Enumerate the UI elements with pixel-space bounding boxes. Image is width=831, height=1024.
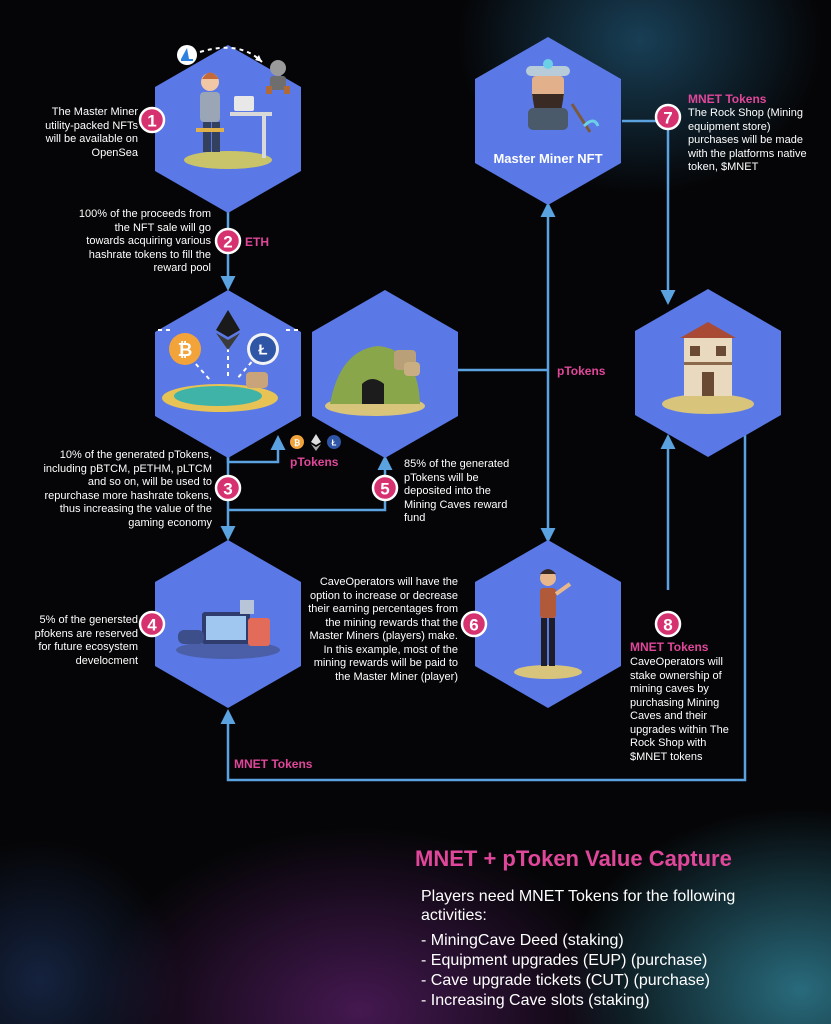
miner-robot-icon — [266, 60, 290, 94]
list-item: - Increasing Cave slots (staking) — [421, 992, 650, 1009]
svg-text:3: 3 — [223, 480, 232, 499]
hex-nft-sale — [155, 45, 301, 213]
badge-5: 5 — [371, 474, 399, 502]
arrow-nft-to-shop — [622, 119, 676, 305]
ptoken-eth-icon — [311, 434, 321, 451]
step-2-token: ETH — [245, 235, 269, 249]
badge-3: 3 — [214, 474, 242, 502]
hex-cave-operator — [475, 540, 621, 708]
badge-7: 7 — [654, 103, 682, 131]
svg-text:4: 4 — [147, 616, 157, 635]
ptoken-ltc-icon: Ł — [327, 435, 341, 449]
hex-label-master-miner-nft: Master Miner NFT — [493, 151, 603, 166]
dash-ltc — [235, 349, 263, 381]
mining-cave-illustration — [325, 346, 425, 416]
cave-operator-character — [514, 569, 582, 679]
step-7-token: MNET Tokens — [688, 92, 767, 106]
step-4-text: 5% of the genersted pfokens are reserved… — [34, 614, 138, 667]
step-8-token: MNET Tokens — [630, 640, 709, 654]
step-5-text: 85% of the generated pTokens will be dep… — [404, 458, 510, 524]
opensea-icon — [177, 45, 197, 65]
svg-text:₿: ₿ — [294, 439, 301, 448]
badge-1: 1 — [138, 106, 166, 134]
svg-text:7: 7 — [663, 109, 672, 128]
svg-text:8: 8 — [663, 616, 672, 635]
step-8-text: CaveOperators will stake ownership of mi… — [630, 656, 729, 763]
badge-2: 2 — [214, 227, 242, 255]
svg-text:6: 6 — [469, 616, 478, 635]
step-1-text: The Master Miner utility-packed NFTs wil… — [45, 106, 138, 159]
svg-text:1: 1 — [147, 112, 156, 131]
litecoin-icon: Ł — [247, 333, 279, 365]
ethereum-icon — [216, 310, 240, 350]
svg-text:Ł: Ł — [332, 439, 337, 448]
svg-text:5: 5 — [380, 480, 389, 499]
devices-illustration — [176, 600, 280, 659]
badge-6: 6 — [460, 610, 488, 638]
ptoken-btc-icon: ₿ — [290, 435, 304, 449]
list-item: - Equipment upgrades (EUP) (purchase) — [421, 952, 708, 969]
rock-shop-building — [662, 322, 754, 414]
reward-pool-illustration — [158, 329, 298, 412]
svg-text:2: 2 — [223, 233, 232, 252]
step-2-text: 100% of the proceeds from the NFT sale w… — [78, 208, 211, 274]
step-3-text: 10% of the generated pTokens, including … — [43, 449, 212, 529]
svg-text:Ł: Ł — [258, 342, 267, 359]
footer-intro: Players need MNET Tokens for the followi… — [421, 888, 736, 924]
list-item: - MiningCave Deed (staking) — [421, 932, 624, 949]
master-miner-character — [526, 59, 600, 133]
arrow-shop-to-4 — [220, 435, 747, 782]
step-7-text: The Rock Shop (Mining equipment store) p… — [688, 107, 807, 173]
step-3-token: pTokens — [290, 455, 339, 469]
flow-arrows — [220, 119, 747, 782]
bitcoin-icon: ₿ — [169, 333, 201, 365]
svg-text:₿: ₿ — [178, 340, 193, 360]
list-item: - Cave upgrade tickets (CUT) (purchase) — [421, 972, 710, 989]
footer-activity-list: - MiningCave Deed (staking) - Equipment … — [421, 931, 710, 1011]
footer-title: MNET + pToken Value Capture — [415, 846, 732, 871]
flow-label-mnet-tokens: MNET Tokens — [234, 757, 313, 771]
badge-4: 4 — [138, 610, 166, 638]
flow-label-ptokens: pTokens — [557, 364, 606, 378]
dashed-path-opensea — [199, 46, 263, 63]
badge-8: 8 — [654, 610, 682, 638]
desk-illustration — [184, 72, 272, 169]
step-6-text: CaveOperators will have the option to in… — [308, 576, 458, 683]
